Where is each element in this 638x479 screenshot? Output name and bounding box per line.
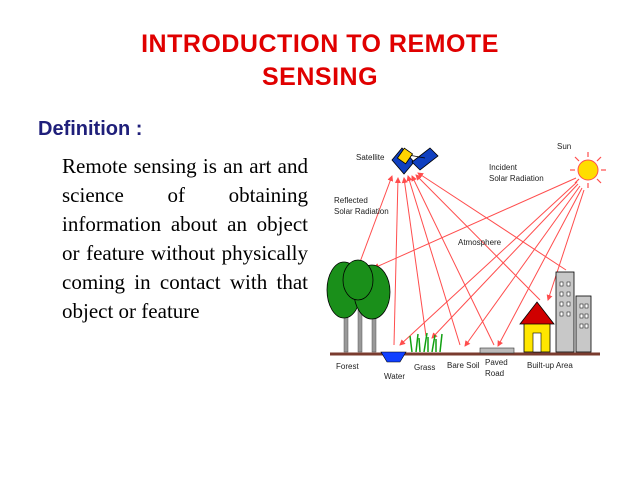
ray-incident-soil [464, 185, 581, 347]
ray-reflected-grass [401, 177, 427, 337]
water-icon [380, 351, 407, 363]
label-satellite: Satellite [356, 153, 385, 162]
label-paved-1: Paved [485, 358, 508, 367]
road-icon [479, 347, 515, 354]
ray-incident-grass [431, 183, 579, 339]
label-reflected-1: Reflected [334, 196, 368, 205]
ray-incident-road [497, 187, 583, 347]
house-icon [519, 301, 555, 353]
definition-heading: Definition : [38, 118, 143, 140]
sun-icon [570, 152, 606, 188]
label-paved-2: Road [485, 369, 504, 378]
ray-reflected-road [411, 175, 495, 346]
slide-title-line-2: SENSING [261, 63, 379, 91]
definition-text: Remote sensing is an art and science of … [62, 154, 308, 323]
ray-incident-house [546, 189, 585, 301]
forest-icon [326, 259, 391, 353]
ray-reflected-house [415, 174, 541, 301]
ray-incident-forest [373, 177, 577, 269]
reflected-rays [359, 172, 567, 346]
ray-reflected-forest [359, 175, 394, 263]
satellite-icon [391, 147, 439, 175]
label-sun: Sun [557, 142, 571, 151]
grass-icon [409, 332, 443, 353]
label-forest: Forest [336, 362, 359, 371]
label-atmosphere: Atmosphere [458, 238, 502, 247]
slide-title: INTRODUCTION TO REMOTE SENSING [60, 28, 580, 94]
ray-incident-water [399, 181, 578, 346]
label-incident-2: Solar Radiation [489, 174, 544, 183]
label-incident-1: Incident [489, 163, 518, 172]
incident-rays [373, 177, 585, 347]
label-water: Water [384, 372, 405, 381]
building-icon [555, 271, 592, 353]
ray-reflected-building [417, 172, 567, 271]
label-built-up: Built-up Area [527, 361, 573, 370]
ray-reflected-soil [406, 175, 461, 346]
label-reflected-2: Solar Radiation [334, 207, 389, 216]
ray-reflected-water [393, 177, 401, 346]
label-bare-soil: Bare Soil [447, 361, 480, 370]
slide-title-line-1: INTRODUCTION TO REMOTE [141, 30, 499, 58]
label-grass: Grass [414, 363, 435, 372]
